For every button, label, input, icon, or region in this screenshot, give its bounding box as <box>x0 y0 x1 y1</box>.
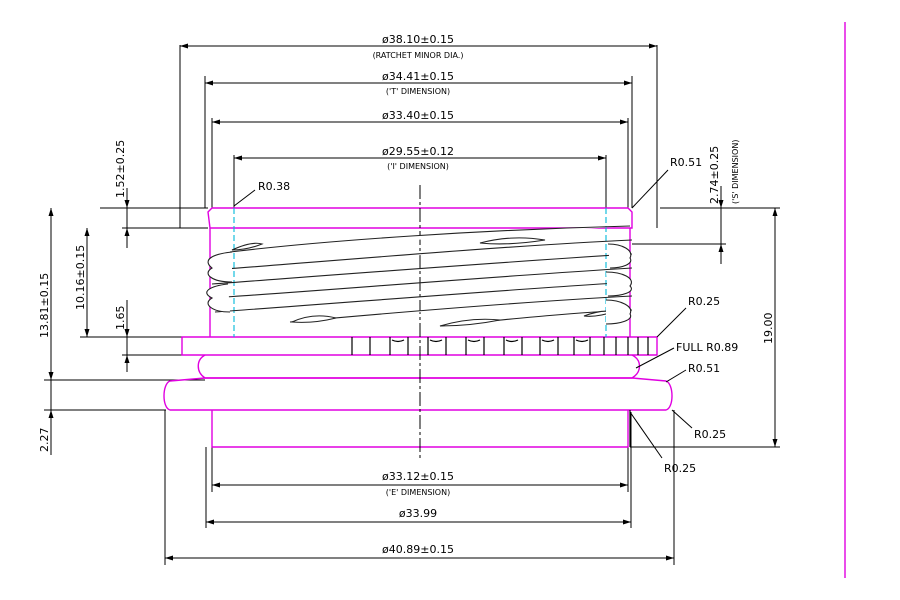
dim-1016-value: 10.16±0.15 <box>74 245 87 310</box>
dim-165: 1.65 <box>114 300 182 372</box>
callout-r051-top-label: R0.51 <box>670 156 702 169</box>
callout-r038-label: R0.38 <box>258 180 290 193</box>
dim-152-value: 1.52±0.25 <box>114 140 127 198</box>
dim-i: ø29.55±0.12 ('I' DIMENSION) <box>233 145 607 208</box>
callout-r025-a-label: R0.25 <box>688 295 720 308</box>
dim-i-note: ('I' DIMENSION) <box>387 162 449 171</box>
dim-t-value: ø34.41±0.15 <box>382 70 454 83</box>
dim-t-note: ('T' DIMENSION) <box>386 87 450 96</box>
dim-152: 1.52±0.25 <box>100 140 208 248</box>
callout-r051-b-label: R0.51 <box>688 362 720 375</box>
callout-full-r089: FULL R0.89 <box>635 341 738 369</box>
dim-4089-value: ø40.89±0.15 <box>382 543 454 556</box>
dim-3340: ø33.40±0.15 <box>211 109 629 208</box>
callout-r051-top: R0.51 <box>631 156 702 209</box>
part-outline <box>163 207 673 448</box>
callout-full-r089-label: FULL R0.89 <box>676 341 738 354</box>
dim-3399-value: ø33.99 <box>399 507 437 520</box>
dim-e: ø33.12±0.15 ('E' DIMENSION) <box>211 447 629 497</box>
callout-r025-b: R0.25 <box>671 409 726 441</box>
dim-3340-value: ø33.40±0.15 <box>382 109 454 122</box>
dim-ratchet-minor-note: (RATCHET MINOR DIA.) <box>373 51 464 60</box>
dim-s-note: ('S' DIMENSION) <box>731 140 740 204</box>
dim-s: 2.74±0.25 ('S' DIMENSION) <box>632 140 780 264</box>
dim-ratchet-minor: ø38.10±0.15 (RATCHET MINOR DIA.) <box>179 33 658 228</box>
callout-r051-b: R0.51 <box>665 362 720 383</box>
dim-t: ø34.41±0.15 ('T' DIMENSION) <box>204 70 633 208</box>
dim-165-value: 1.65 <box>114 306 127 331</box>
dim-s-value: 2.74±0.25 <box>708 146 721 204</box>
dim-1381-value: 13.81±0.15 <box>38 273 51 338</box>
thread-helix <box>206 225 633 327</box>
dim-1900-value: 19.00 <box>762 313 775 345</box>
callout-r025-a: R0.25 <box>656 295 720 338</box>
dim-e-note: ('E' DIMENSION) <box>386 488 450 497</box>
callout-r025-c-label: R0.25 <box>664 462 696 475</box>
dim-3399: ø33.99 <box>205 412 632 528</box>
dim-227-value: 2.27 <box>38 428 51 453</box>
dim-ratchet-minor-value: ø38.10±0.15 <box>382 33 454 46</box>
dim-4089: ø40.89±0.15 <box>164 410 675 565</box>
callout-r025-c: R0.25 <box>629 411 696 475</box>
callout-r038: R0.38 <box>233 180 290 207</box>
dim-1016: 10.16±0.15 <box>74 228 182 338</box>
ratchet-teeth <box>351 337 649 355</box>
dim-1900: 19.00 <box>630 208 780 448</box>
dim-227: 2.27 <box>38 380 166 455</box>
dim-1381: 13.81±0.15 <box>38 208 205 381</box>
callout-r025-b-label: R0.25 <box>694 428 726 441</box>
dim-e-value: ø33.12±0.15 <box>382 470 454 483</box>
dim-i-value: ø29.55±0.12 <box>382 145 454 158</box>
